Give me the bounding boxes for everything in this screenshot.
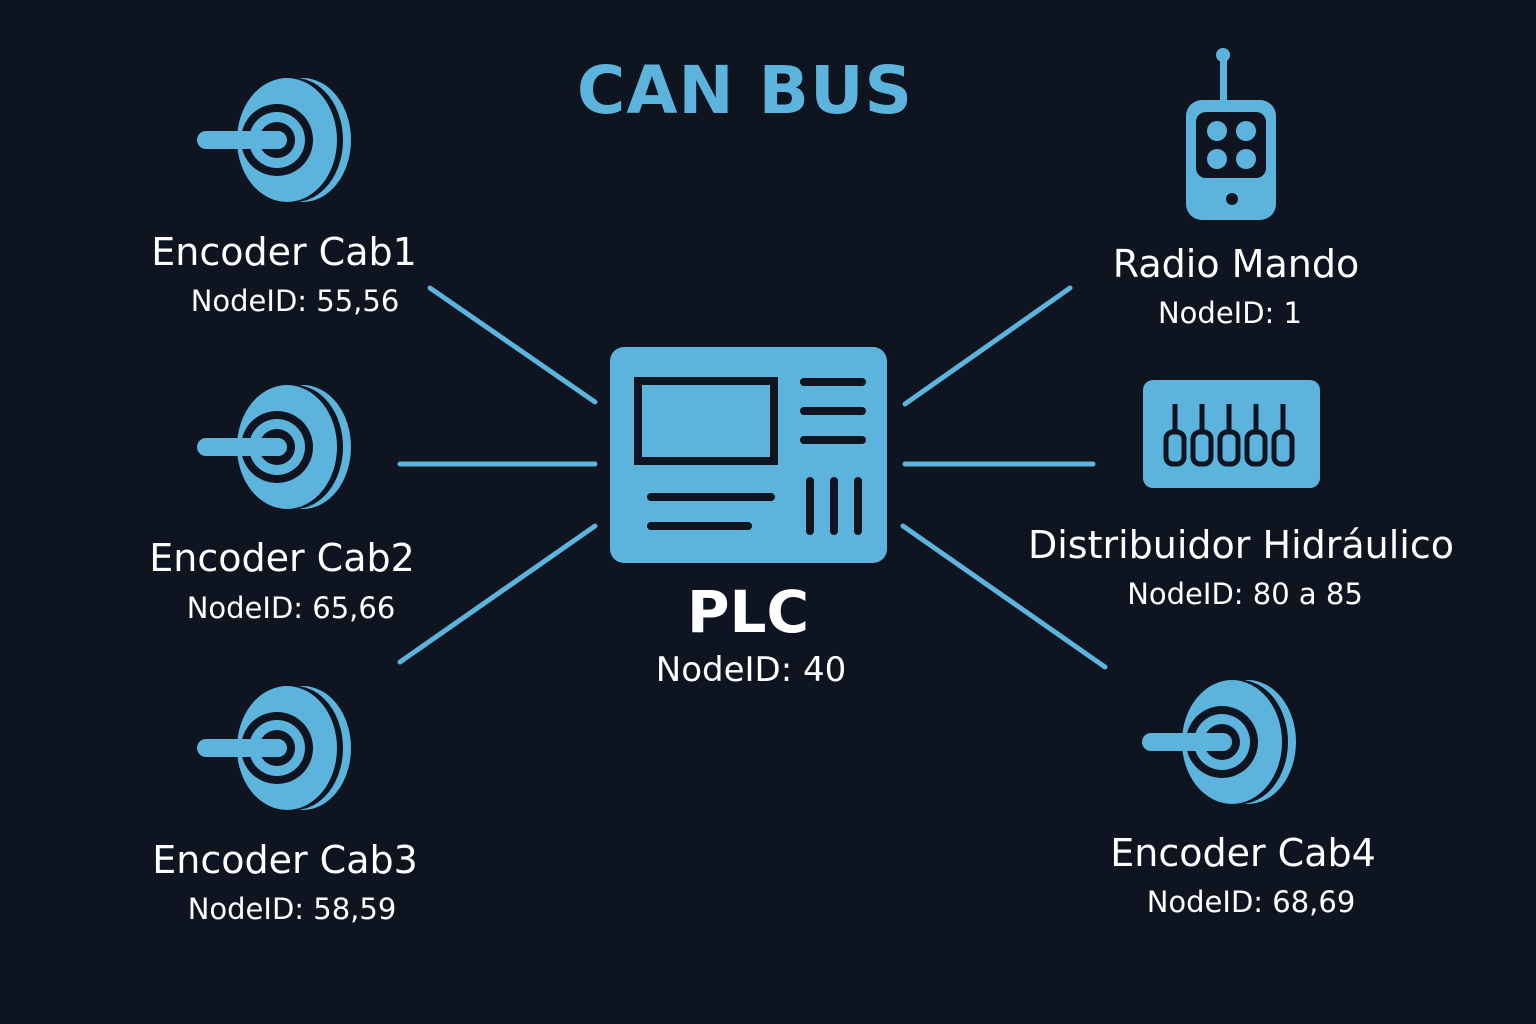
device-node-id-encoder-cab4: NodeID: 68,69 bbox=[1146, 885, 1356, 919]
hydraulic-distributor-icon bbox=[1143, 380, 1320, 488]
device-label-encoder-cab4: Encoder Cab4 bbox=[1110, 831, 1376, 875]
device-node-id-encoder-cab3: NodeID: 58,59 bbox=[187, 892, 397, 926]
plc-label: PLC bbox=[686, 578, 810, 646]
link-encoder-cab1 bbox=[427, 285, 598, 405]
link-encoder-cab3 bbox=[397, 523, 598, 665]
device-node-id-encoder-cab1: NodeID: 55,56 bbox=[190, 284, 400, 318]
diagram-title: CAN BUS bbox=[576, 52, 914, 129]
encoder-icon bbox=[197, 686, 351, 810]
device-label-encoder-cab3: Encoder Cab3 bbox=[152, 838, 418, 882]
device-node-id-encoder-cab2: NodeID: 65,66 bbox=[186, 591, 396, 625]
encoder-icon bbox=[197, 385, 351, 509]
device-label-encoder-cab1: Encoder Cab1 bbox=[151, 230, 417, 274]
device-label-distribuidor-hidraulico: Distribuidor Hidráulico bbox=[1027, 523, 1455, 567]
plc-icon bbox=[610, 347, 887, 563]
device-label-encoder-cab2: Encoder Cab2 bbox=[149, 536, 415, 580]
link-encoder-cab4 bbox=[900, 523, 1108, 670]
remote-control-icon bbox=[1186, 48, 1276, 220]
device-label-radio-mando: Radio Mando bbox=[1112, 242, 1360, 286]
connection-lines bbox=[397, 285, 1108, 670]
device-node-id-radio-mando: NodeID: 1 bbox=[1157, 296, 1303, 330]
device-node-id-distribuidor-hidraulico: NodeID: 80 a 85 bbox=[1127, 577, 1363, 611]
encoder-icon bbox=[1142, 680, 1296, 804]
link-radio-mando bbox=[902, 285, 1073, 407]
plc-node-id: NodeID: 40 bbox=[655, 650, 847, 690]
